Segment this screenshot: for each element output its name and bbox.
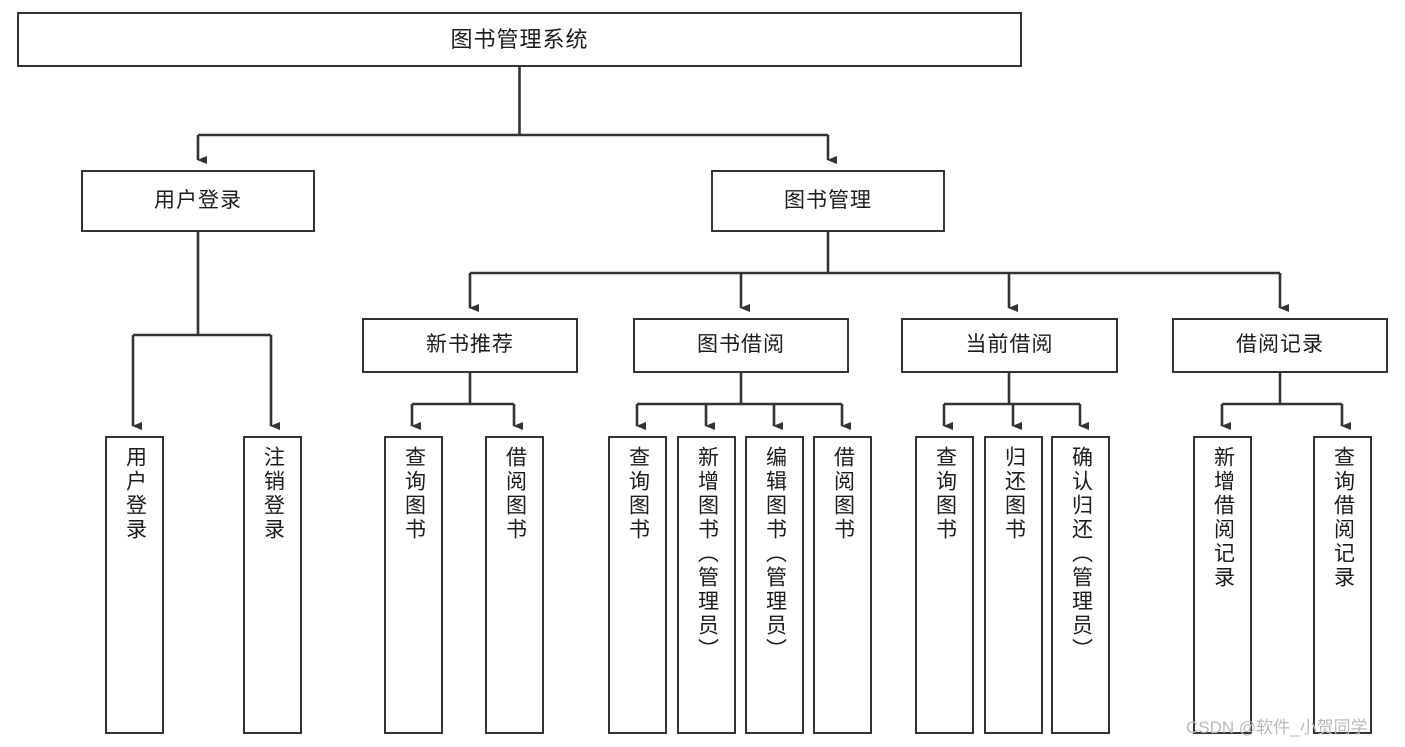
node-label: 编辑图书（管理员） bbox=[763, 446, 787, 662]
node-user-login[interactable]: 用户登录 bbox=[81, 170, 315, 232]
leaf-current-query-book[interactable]: 查询图书 bbox=[915, 436, 974, 734]
watermark: CSDN @软件_小贺同学 bbox=[1186, 718, 1368, 737]
node-book-borrow[interactable]: 图书借阅 bbox=[633, 318, 849, 373]
node-label: 确认归还（管理员） bbox=[1069, 446, 1093, 662]
node-label: 新增图书（管理员） bbox=[695, 446, 719, 662]
node-label: 图书管理 bbox=[784, 188, 872, 212]
leaf-newbook-query-book[interactable]: 查询图书 bbox=[384, 436, 443, 734]
node-label: 当前借阅 bbox=[965, 333, 1054, 357]
node-label: 图书借阅 bbox=[697, 333, 785, 357]
node-label: 新增借阅记录 bbox=[1211, 446, 1235, 590]
node-label: 图书管理系统 bbox=[450, 26, 589, 52]
node-label: 新书推荐 bbox=[426, 333, 514, 357]
node-label: 查询图书 bbox=[933, 446, 957, 542]
leaf-borrow-borrow-book[interactable]: 借阅图书 bbox=[813, 436, 872, 734]
node-label: 归还图书 bbox=[1002, 446, 1026, 542]
node-label: 查询图书 bbox=[626, 446, 650, 542]
node-label: 借阅图书 bbox=[831, 446, 855, 542]
leaf-newbook-borrow-book[interactable]: 借阅图书 bbox=[485, 436, 544, 734]
leaf-borrow-query-book[interactable]: 查询图书 bbox=[608, 436, 667, 734]
node-current-borrow[interactable]: 当前借阅 bbox=[901, 318, 1118, 373]
node-label: 借阅图书 bbox=[503, 446, 527, 542]
leaf-records-query-record[interactable]: 查询借阅记录 bbox=[1313, 436, 1372, 734]
node-borrow-records[interactable]: 借阅记录 bbox=[1172, 318, 1388, 373]
node-label: 借阅记录 bbox=[1236, 333, 1324, 357]
node-label: 查询图书 bbox=[402, 446, 426, 542]
leaf-user-login[interactable]: 用户登录 bbox=[105, 436, 164, 734]
leaf-logout[interactable]: 注销登录 bbox=[243, 436, 302, 734]
node-label: 用户登录 bbox=[123, 446, 147, 542]
node-root-system[interactable]: 图书管理系统 bbox=[17, 12, 1022, 67]
node-book-management[interactable]: 图书管理 bbox=[711, 170, 945, 232]
leaf-current-confirm-return-admin[interactable]: 确认归还（管理员） bbox=[1051, 436, 1110, 734]
leaf-borrow-add-book-admin[interactable]: 新增图书（管理员） bbox=[677, 436, 736, 734]
node-new-book-recommend[interactable]: 新书推荐 bbox=[362, 318, 578, 373]
leaf-records-add-record[interactable]: 新增借阅记录 bbox=[1193, 436, 1252, 734]
leaf-current-return-book[interactable]: 归还图书 bbox=[984, 436, 1043, 734]
node-label: 注销登录 bbox=[261, 446, 285, 542]
leaf-borrow-edit-book-admin[interactable]: 编辑图书（管理员） bbox=[745, 436, 804, 734]
node-label: 用户登录 bbox=[154, 188, 242, 212]
node-label: 查询借阅记录 bbox=[1331, 446, 1355, 590]
